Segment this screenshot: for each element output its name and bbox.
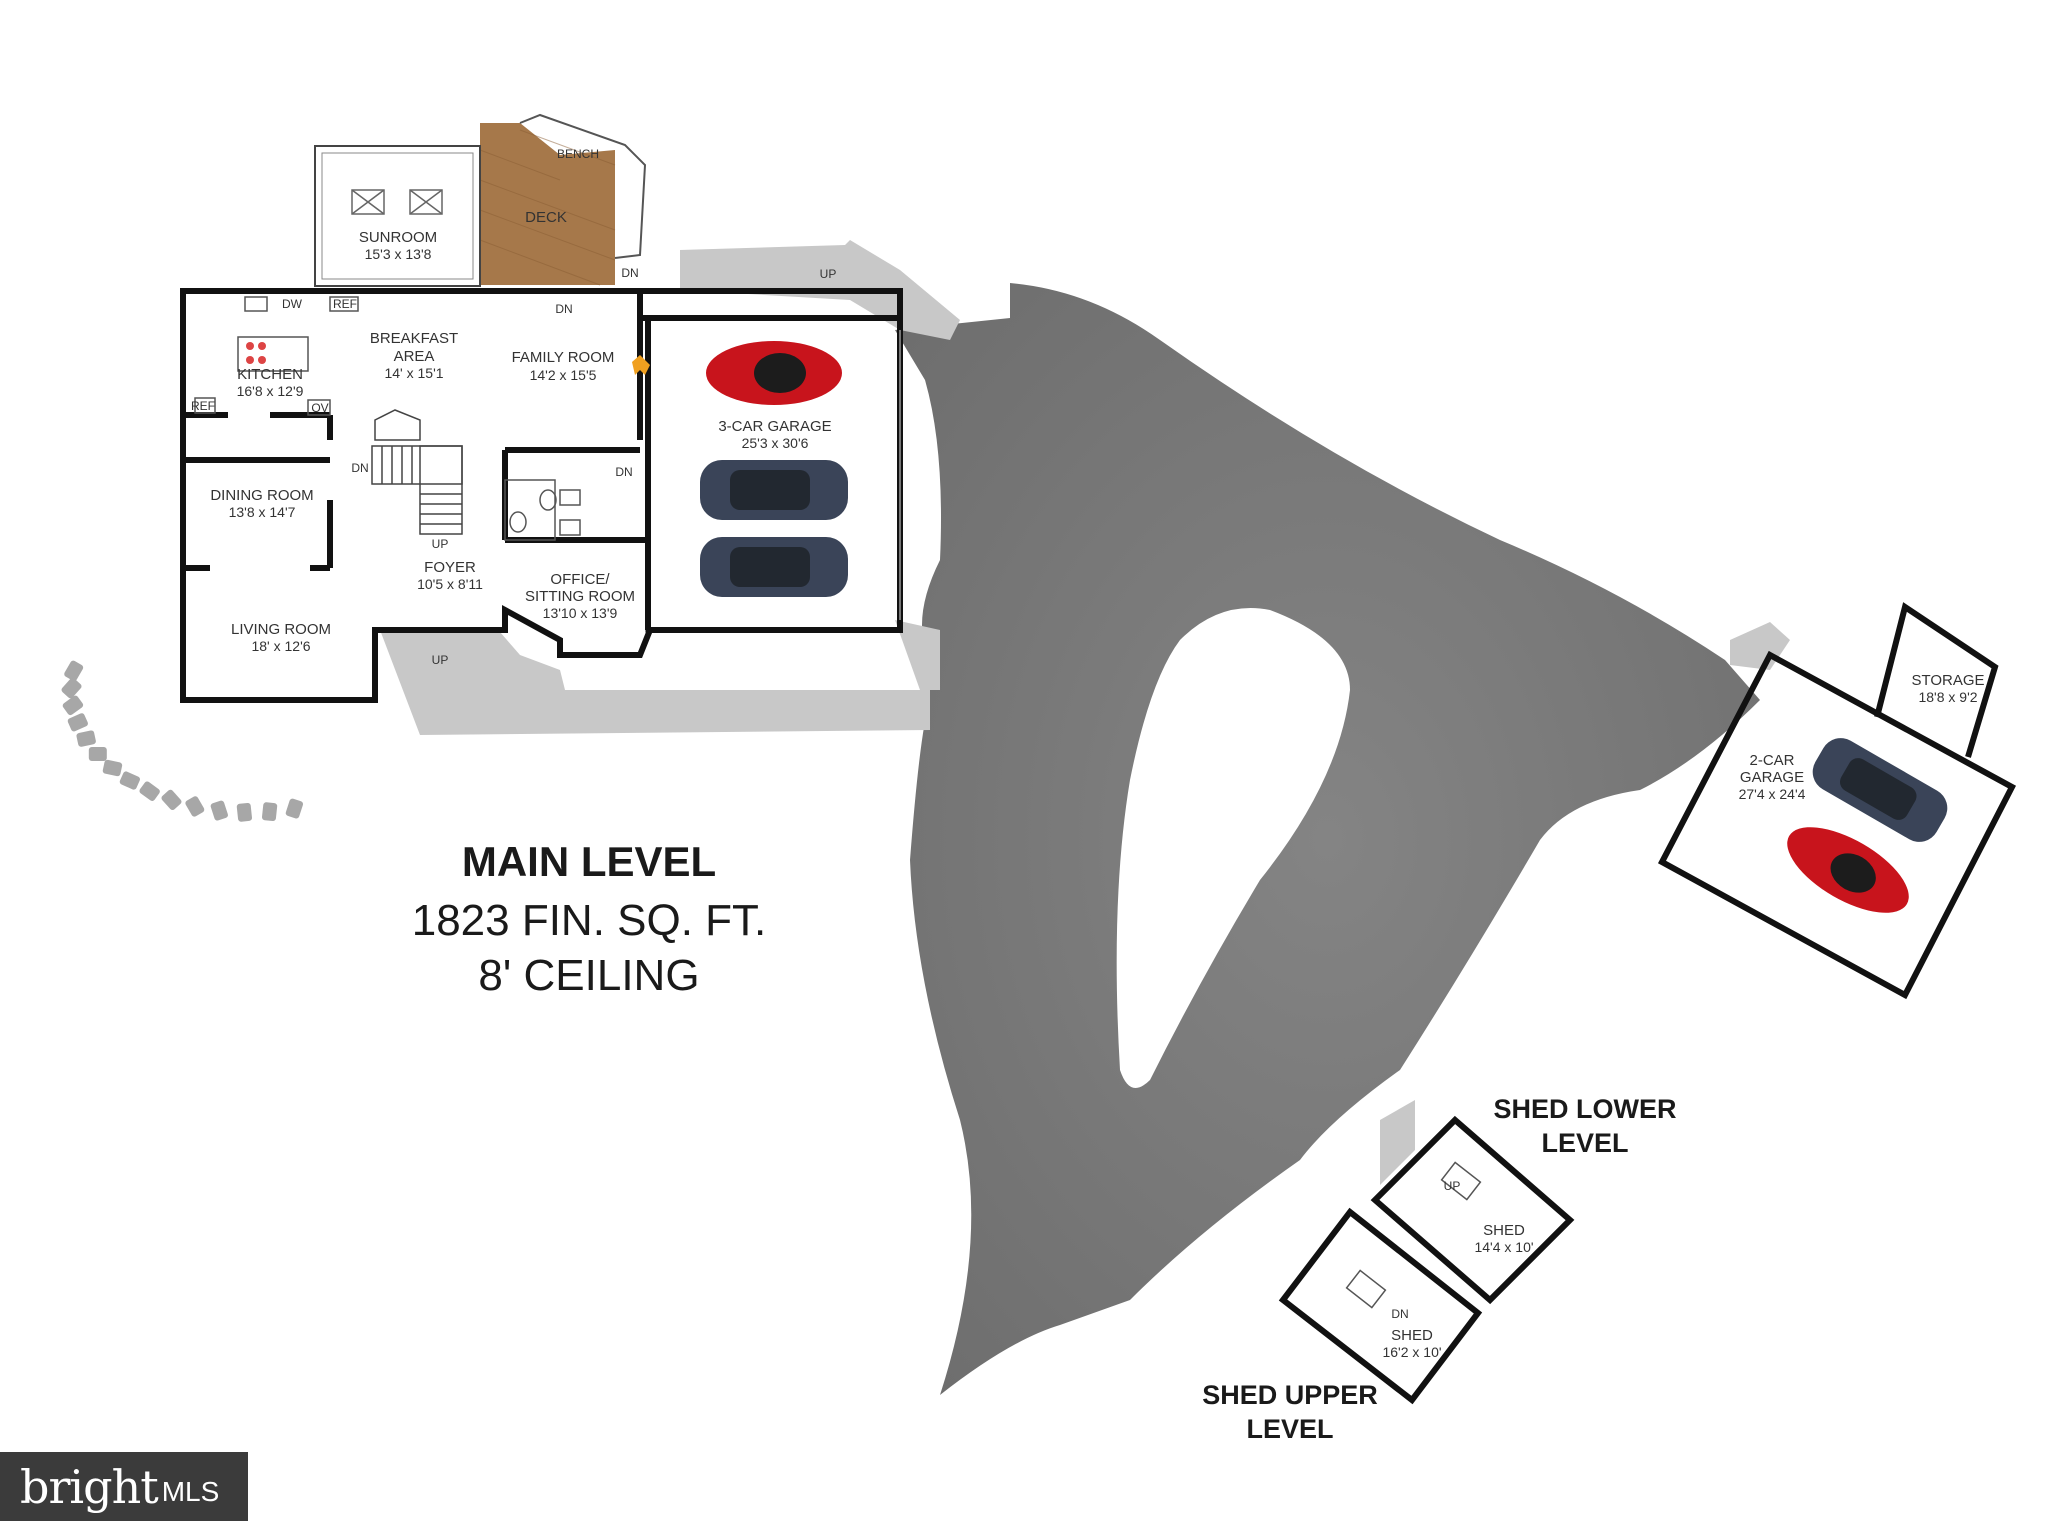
family-room-dim: 14'2 x 15'5 bbox=[530, 367, 597, 383]
stepping-stone bbox=[64, 660, 84, 682]
stepping-stone bbox=[261, 802, 278, 822]
garage3-label: 3-CAR GARAGE bbox=[718, 418, 831, 435]
stepping-stone bbox=[88, 746, 107, 761]
car-blue-garage3-b bbox=[700, 537, 848, 597]
shed-upper-dim: 16'2 x 10' bbox=[1382, 1344, 1441, 1360]
skylight-icon bbox=[351, 189, 443, 215]
level-title: MAIN LEVEL bbox=[462, 838, 716, 885]
stair-up-main: UP bbox=[432, 537, 449, 551]
garage3-dim: 25'3 x 30'6 bbox=[742, 435, 809, 451]
watermark-brand: bright bbox=[20, 1459, 159, 1514]
stepping-stone bbox=[236, 802, 252, 822]
stair-dn-bench: DN bbox=[621, 266, 638, 280]
shed-stair-up: UP bbox=[1444, 1179, 1461, 1193]
storage-label: STORAGE bbox=[1911, 672, 1984, 689]
stair-dn-deck: DN bbox=[555, 302, 572, 316]
garage2-dim: 27'4 x 24'4 bbox=[1739, 786, 1806, 802]
car-red-garage3 bbox=[706, 341, 842, 405]
living-room-dim: 18' x 12'6 bbox=[251, 638, 310, 654]
stepping-stone bbox=[61, 677, 82, 699]
stepping-stone bbox=[185, 796, 205, 817]
stair-dn-garage: DN bbox=[615, 465, 632, 479]
stepping-stone bbox=[285, 798, 304, 819]
shed-lower-title-2: LEVEL bbox=[1541, 1128, 1628, 1158]
office-dim: 13'10 x 13'9 bbox=[543, 605, 618, 621]
stepping-stone bbox=[67, 713, 88, 732]
breakfast-dim: 14' x 15'1 bbox=[384, 365, 443, 381]
front-walkway bbox=[380, 630, 930, 735]
shed-stairs-icon bbox=[1345, 1161, 1482, 1309]
car-red-garage2 bbox=[1787, 827, 1909, 913]
garage-apron bbox=[895, 620, 940, 690]
foyer-dim: 10'5 x 8'11 bbox=[417, 576, 483, 592]
shed-lower-title-1: SHED LOWER bbox=[1493, 1094, 1676, 1124]
storage-dim: 18'8 x 9'2 bbox=[1918, 689, 1977, 705]
powder-room bbox=[504, 479, 581, 541]
staircase bbox=[371, 409, 463, 535]
dining-room-dim: 13'8 x 14'7 bbox=[229, 504, 296, 520]
dw-label: DW bbox=[282, 297, 303, 311]
bench-label: BENCH bbox=[557, 147, 599, 161]
fireplace-icon bbox=[632, 355, 650, 375]
shed-upper-title-2: LEVEL bbox=[1246, 1414, 1333, 1444]
deck bbox=[480, 123, 615, 285]
stepping-stone bbox=[76, 730, 96, 747]
foyer-label: FOYER bbox=[424, 559, 476, 576]
family-room-label: FAMILY ROOM bbox=[512, 349, 615, 366]
shed-upper-title-1: SHED UPPER bbox=[1202, 1380, 1378, 1410]
garage2-label-2: GARAGE bbox=[1740, 769, 1804, 786]
driveway-island bbox=[1116, 608, 1350, 1088]
car-blue-garage3-a bbox=[700, 460, 848, 520]
deck-label: DECK bbox=[525, 209, 567, 226]
breakfast-label-2: AREA bbox=[394, 348, 435, 365]
stepping-stones bbox=[61, 660, 304, 822]
shed-lower bbox=[1370, 1115, 1575, 1305]
cooktop-icon bbox=[246, 342, 266, 364]
sunroom-label: SUNROOM bbox=[359, 229, 437, 246]
driveway bbox=[895, 283, 1760, 1395]
sunroom bbox=[314, 145, 481, 287]
stepping-stone bbox=[139, 781, 160, 801]
kitchen-label: KITCHEN bbox=[237, 366, 303, 383]
dining-room-label: DINING ROOM bbox=[210, 487, 313, 504]
stair-dn-main: DN bbox=[351, 461, 368, 475]
kitchen-fixtures bbox=[194, 296, 359, 416]
stepping-stone bbox=[161, 789, 182, 811]
ref-label-top: REF bbox=[333, 297, 357, 311]
garage2-label-1: 2-CAR bbox=[1749, 752, 1794, 769]
stepping-stone bbox=[102, 759, 123, 777]
stepping-stone bbox=[62, 695, 84, 716]
shed-walk bbox=[1380, 1100, 1415, 1185]
ref-label-side: REF bbox=[191, 399, 215, 413]
stair-up-front: UP bbox=[432, 653, 449, 667]
shed-lower-label: SHED bbox=[1483, 1222, 1525, 1239]
shed-stair-dn: DN bbox=[1391, 1307, 1408, 1321]
shed-upper-label: SHED bbox=[1391, 1327, 1433, 1344]
garage-2car bbox=[1657, 602, 2017, 1000]
bright-mls-watermark: bright MLS bbox=[0, 1452, 248, 1521]
car-blue-garage2 bbox=[1812, 738, 1948, 842]
sunroom-dim: 15'3 x 13'8 bbox=[365, 246, 432, 262]
ov-label: OV bbox=[311, 401, 328, 415]
stair-up-side: UP bbox=[820, 267, 837, 281]
level-ceiling: 8' CEILING bbox=[478, 951, 699, 1000]
bench-outline bbox=[519, 113, 647, 259]
living-room-label: LIVING ROOM bbox=[231, 621, 331, 638]
kitchen-dim: 16'8 x 12'9 bbox=[237, 383, 304, 399]
stepping-stone bbox=[210, 800, 228, 821]
office-label-2: SITTING ROOM bbox=[525, 588, 635, 605]
shed-upper bbox=[1278, 1207, 1483, 1405]
level-area: 1823 FIN. SQ. FT. bbox=[412, 896, 767, 945]
office-label-1: OFFICE/ bbox=[550, 571, 610, 588]
watermark-suffix: MLS bbox=[161, 1475, 220, 1507]
breakfast-label-1: BREAKFAST bbox=[370, 330, 458, 347]
deck-boards bbox=[479, 129, 616, 286]
stepping-stone bbox=[119, 771, 140, 790]
shed-lower-dim: 14'4 x 10' bbox=[1474, 1239, 1533, 1255]
